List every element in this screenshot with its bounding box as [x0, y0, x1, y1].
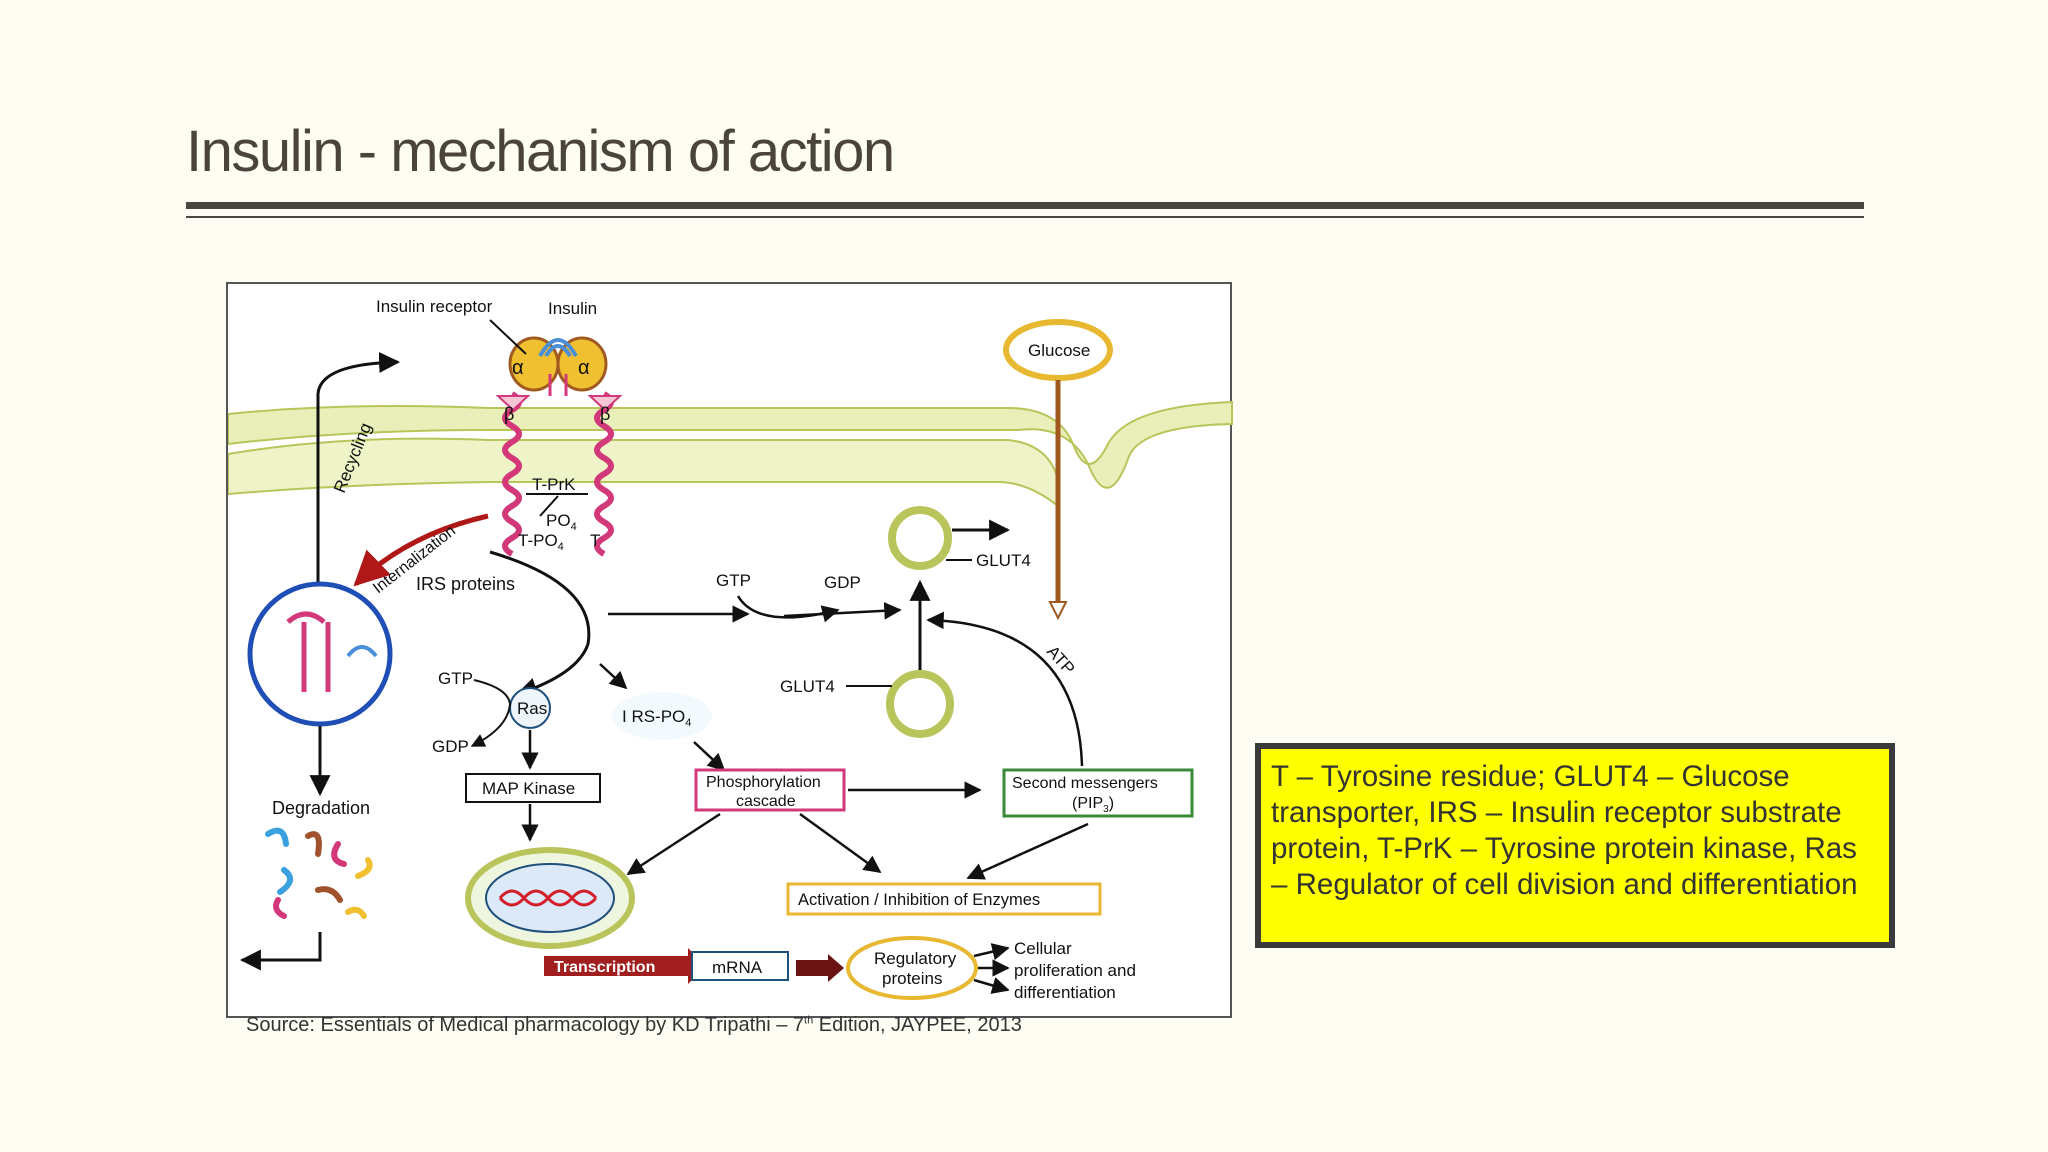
label-gtp-left: GTP: [438, 669, 473, 688]
label-ras: Ras: [517, 699, 547, 718]
irs-po4-node: [612, 692, 712, 740]
label-activation: Activation / Inhibition of Enzymes: [798, 891, 1040, 909]
glut4-vesicle-lower: [886, 670, 954, 738]
label-alpha-left: α: [512, 357, 524, 379]
label-second-line2-a: (PIP: [1072, 795, 1103, 812]
label-transcription: Transcription: [554, 959, 655, 976]
transcription-arrow: [544, 948, 706, 984]
label-t-po4-sub: 4: [558, 541, 564, 553]
svg-text:I RS-PO4: I RS-PO4: [622, 707, 691, 729]
internalization-arrow: [353, 513, 489, 587]
degradation-fragments: [265, 827, 373, 919]
label-gdp-left: GDP: [432, 737, 469, 756]
label-t-prk: T-PrK: [532, 475, 576, 494]
source-suffix: Edition, JAYPEE, 2013: [813, 1014, 1022, 1036]
label-second-line1: Second messengers: [1012, 775, 1158, 792]
label-glut4-top: GLUT4: [976, 551, 1031, 570]
internalized-vesicle: [247, 581, 393, 727]
label-second-line2-sub: 3: [1103, 804, 1109, 815]
phosphorylation-cascade-box: [694, 768, 846, 812]
svg-text:T-PO4: T-PO4: [518, 531, 564, 553]
label-degradation: Degradation: [272, 798, 370, 818]
label-map-kinase: MAP Kinase: [482, 779, 575, 798]
receptor-helix-right: [594, 391, 614, 557]
label-irs-proteins: IRS proteins: [416, 574, 515, 594]
label-po4-sub: 4: [571, 521, 577, 533]
label-cellular-line1: Cellular: [1014, 939, 1072, 958]
source-citation: Source: Essentials of Medical pharmacolo…: [246, 1014, 1022, 1037]
label-t-po4: T-PO: [518, 531, 558, 550]
label-alpha-right: α: [578, 357, 590, 379]
svg-text:(PIP3): (PIP3): [1072, 795, 1114, 815]
regulatory-proteins-node: [846, 936, 978, 1000]
label-irs-po4: I RS-PO: [622, 707, 685, 726]
label-cellular-line2: proliferation and: [1014, 961, 1136, 980]
source-prefix: Source: Essentials of Medical pharmacolo…: [246, 1014, 805, 1036]
title-rule-thin: [186, 216, 1864, 218]
insulin-mechanism-figure: Insulin receptor Insulin α α β β T-PrK P…: [226, 282, 1233, 1018]
label-regulatory-line2: proteins: [882, 969, 942, 988]
label-t: T: [590, 531, 600, 550]
glucose-node: [1003, 319, 1113, 381]
label-glut4-mid: GLUT4: [780, 677, 835, 696]
second-messengers-box: [1002, 768, 1194, 818]
label-irs-po4-sub: 4: [685, 717, 691, 729]
glut4-vesicle-upper: [888, 506, 952, 570]
label-po4: PO: [546, 511, 571, 530]
label-glucose: Glucose: [1028, 341, 1090, 360]
label-phos-line1: Phosphorylation: [706, 774, 821, 791]
label-atp: ATP: [1043, 642, 1078, 678]
label-insulin-receptor: Insulin receptor: [376, 297, 493, 316]
label-phos-line2: cascade: [736, 793, 796, 810]
svg-text:PO4: PO4: [546, 511, 577, 533]
label-insulin: Insulin: [548, 299, 597, 318]
mrna-box: [691, 951, 789, 981]
receptor-helix-left: [502, 391, 522, 557]
dna-helix: [498, 889, 598, 907]
activation-inhibition-box: [786, 882, 1102, 916]
title-rule-thick: [186, 202, 1864, 209]
slide-title: Insulin - mechanism of action: [186, 119, 895, 184]
label-second-line2-b: ): [1109, 795, 1114, 812]
cell-membrane: [228, 400, 1233, 489]
label-gtp-top: GTP: [716, 571, 751, 590]
label-beta-left: β: [504, 404, 514, 424]
label-gdp-top: GDP: [824, 573, 861, 592]
label-cellular-line3: differentiation: [1014, 983, 1116, 1002]
label-mrna: mRNA: [712, 958, 763, 977]
mechanism-diagram: Insulin receptor Insulin α α β β T-PrK P…: [228, 297, 1233, 1002]
label-beta-right: β: [600, 404, 610, 424]
source-sup: th: [804, 1014, 814, 1027]
map-kinase-box: [465, 773, 601, 803]
abbreviation-legend: T – Tyrosine residue; GLUT4 – Glucose tr…: [1255, 743, 1895, 948]
label-regulatory-line1: Regulatory: [874, 949, 957, 968]
